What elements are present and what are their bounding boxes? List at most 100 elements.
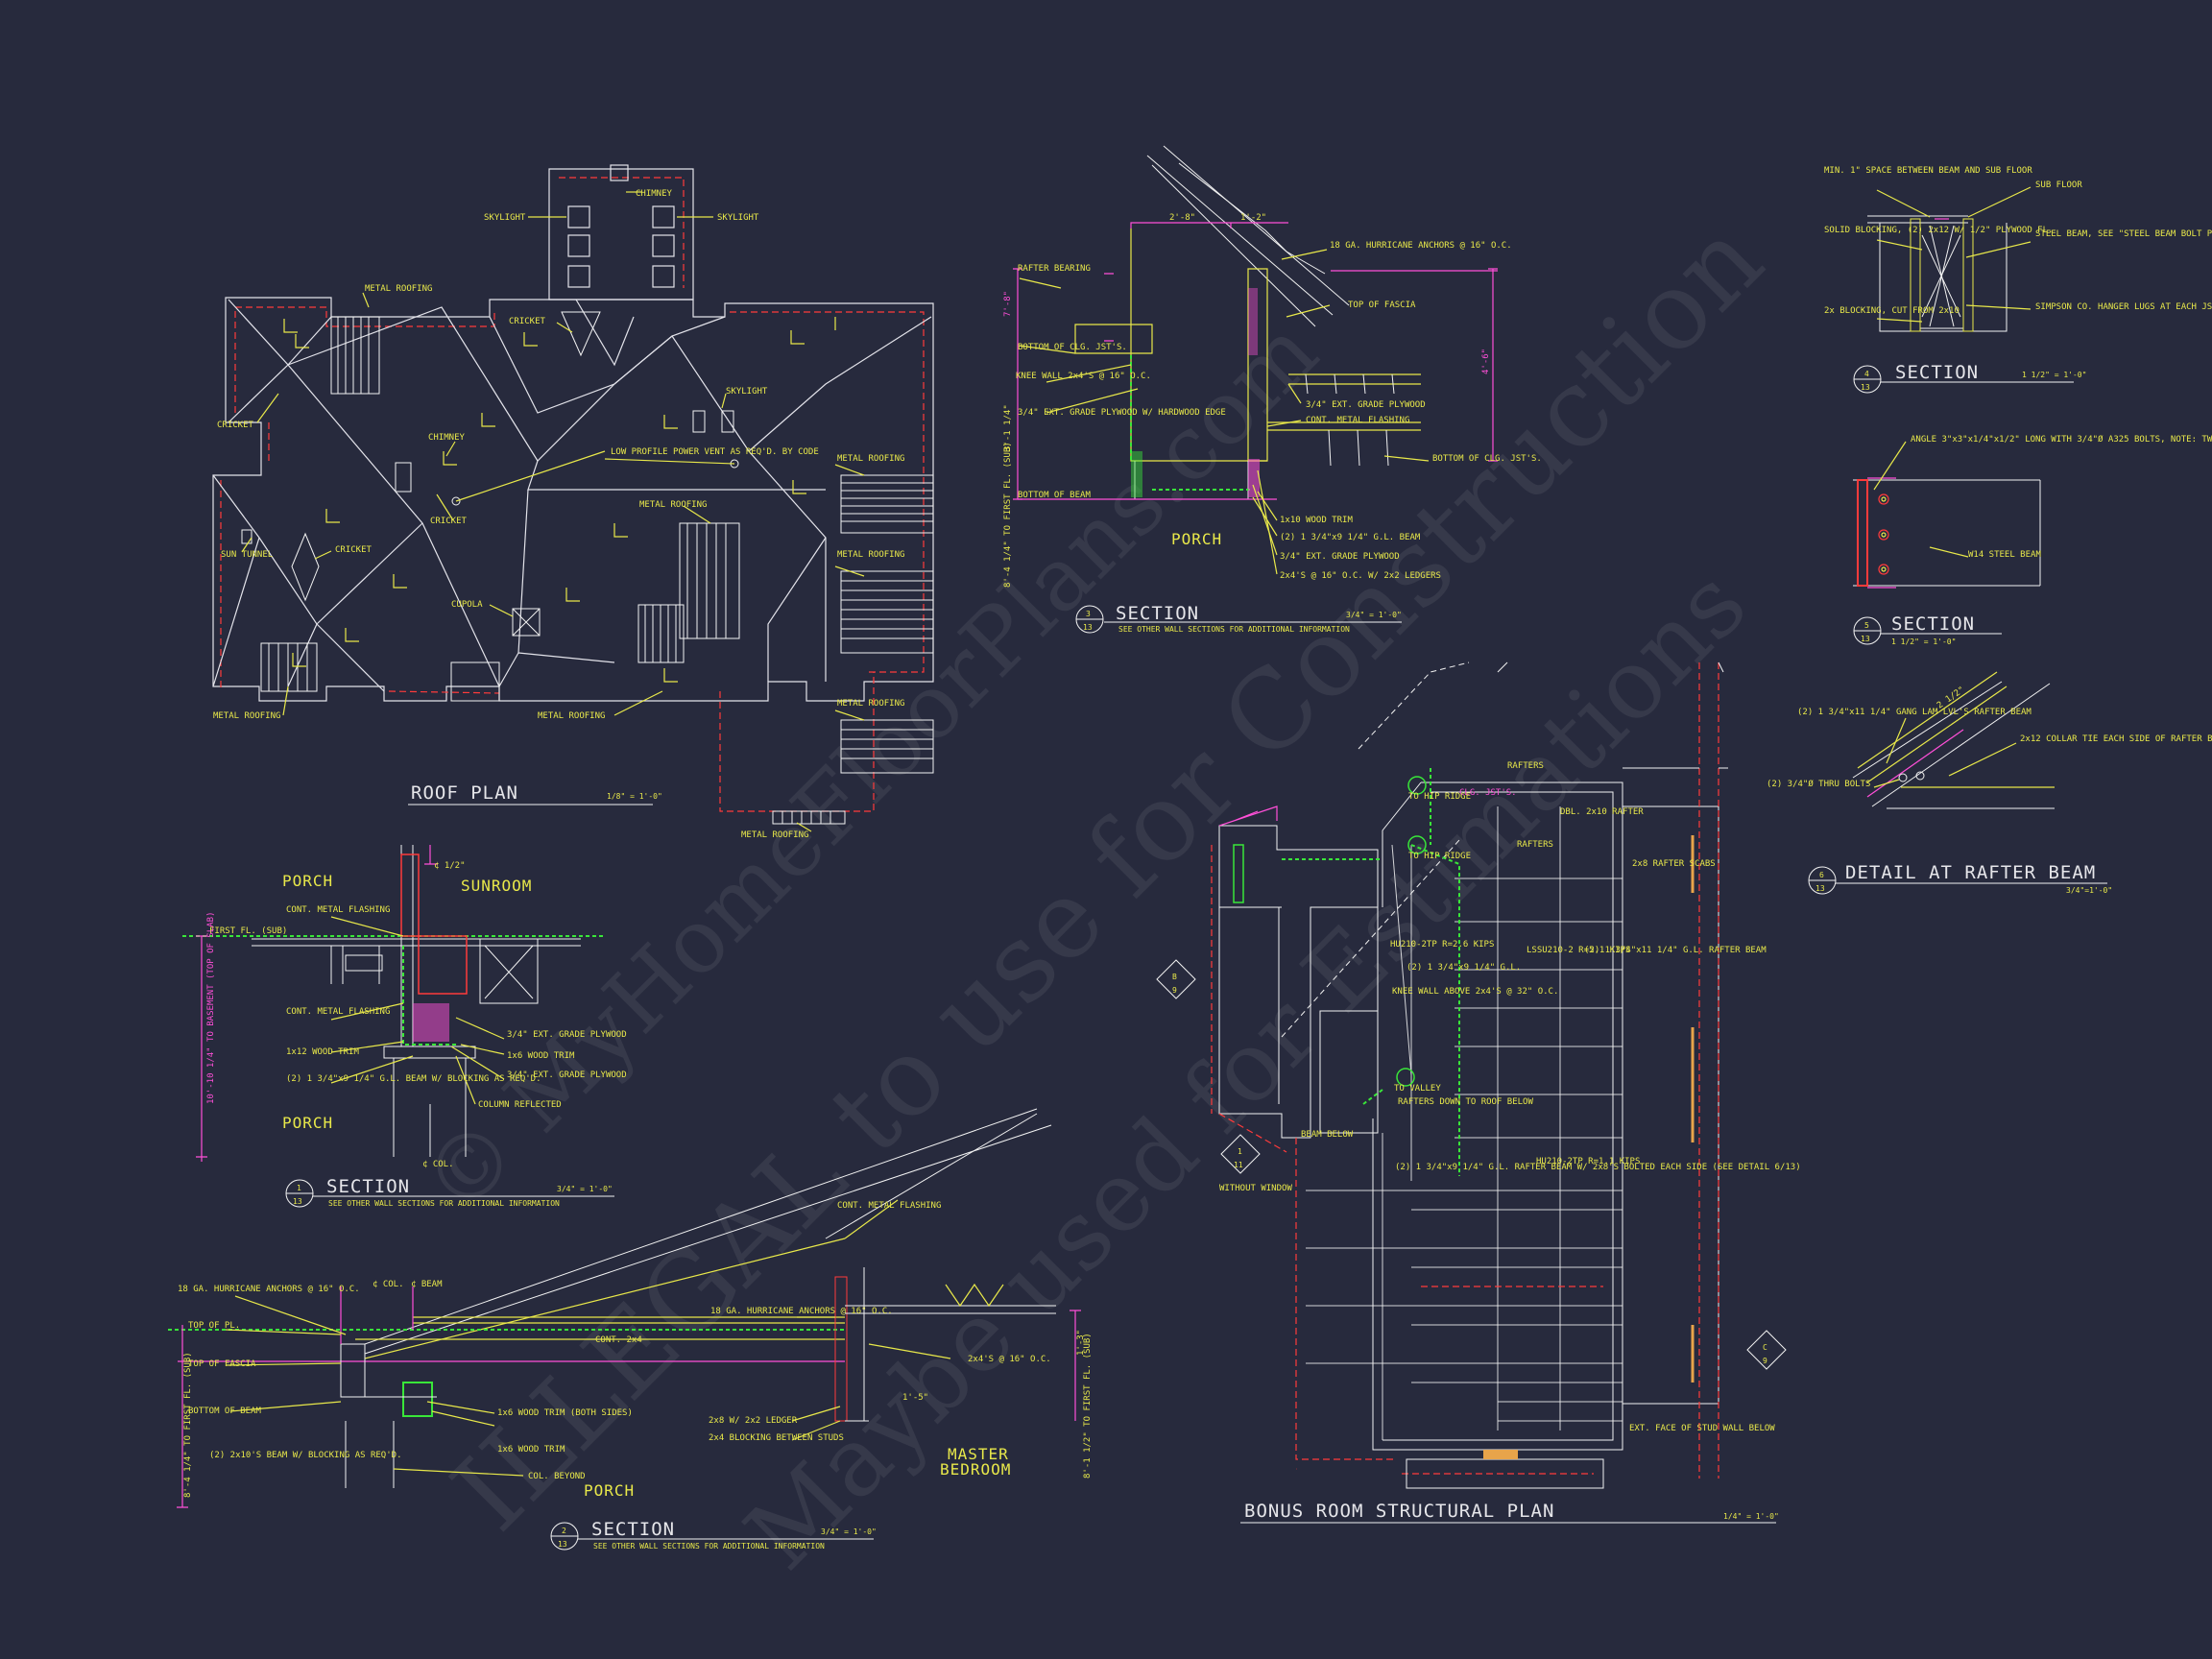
label-hu210-1: HU210-2TP R=2.6 KIPS (1390, 940, 1494, 950)
roof-ridges (212, 299, 932, 692)
label-skylight-right: SKYLIGHT (717, 213, 759, 223)
label-hurricane-anchors-2: 18 GA. HURRICANE ANCHORS @ 16" O.C. (710, 1307, 893, 1316)
label-rafter-beam: (2) 1 3/4"x11 1/4" G.L. RAFTER BEAM (1584, 946, 1767, 955)
section-4-title: SECTION (1895, 362, 1979, 383)
section-3-porch: PORCH (1171, 530, 1222, 548)
label-metal-flashing: CONT. METAL FLASHING (837, 1201, 941, 1211)
label-to-valley: TO VALLEY (1394, 1084, 1441, 1094)
label-hurricane-anchors: 18 GA. HURRICANE ANCHORS @ 16" O.C. (1330, 241, 1512, 251)
section-2-sheet: 13 (558, 1540, 567, 1549)
label-metal-roofing-5: METAL ROOFING (837, 699, 904, 709)
dim-1-3: 1'-3" (1076, 1330, 1086, 1356)
marker-b-num: 9 (1172, 986, 1177, 995)
roof-plan-title: ROOF PLAN (411, 782, 518, 804)
label-ledgers: 2x4'S @ 16" O.C. W/ 2x2 LEDGERS (1280, 571, 1441, 581)
label-collar-tie: 2x12 COLLAR TIE EACH SIDE OF RAFTER BEAM (2020, 734, 2212, 744)
label-2x-blocking: 2x BLOCKING, CUT FROM 2x10 (1824, 306, 1960, 316)
label-to-hip-ridge-2: TO HIP RIDGE (1408, 852, 1471, 861)
bonus-plan-labels: RAFTERS CLG. JST'S. DBL. 2x10 RAFTER RAF… (1219, 761, 1801, 1433)
label-ext-face: EXT. FACE OF STUD WALL BELOW (1629, 1424, 1775, 1433)
label-solid-blocking: SOLID BLOCKING, (2) 2x12 W/ 1/2" PLYWOOD… (1824, 226, 2053, 235)
dim-1-2: 1'-2" (1240, 213, 1266, 223)
label-metal-roofing: METAL ROOFING (365, 284, 432, 294)
label-simpson-hanger: SIMPSON CO. HANGER LUGS AT EACH JST'S. W… (2035, 302, 2212, 312)
section-2-leaders (225, 1199, 951, 1477)
sun-tunnel-icon (241, 529, 252, 544)
label-col: ¢ COL. (422, 1160, 454, 1169)
label-half: ¢ 1/2" (434, 861, 466, 871)
label-top-of-pl: TOP OF PL. (188, 1321, 240, 1331)
roof-plan-outline (212, 297, 934, 702)
label-clg-jsts: CLG. JST'S. (1459, 788, 1517, 798)
label-chimney-2: CHIMNEY (428, 433, 466, 443)
label-hu210-2: HU210-2TP R=1.1 KIPS (1536, 1157, 1640, 1166)
thru-bolt-icon (1915, 771, 1925, 781)
label-thru-bolts: (2) 3/4"Ø THRU BOLTS (1767, 779, 1870, 789)
label-1x12-trim: 1x12 WOOD TRIM (286, 1047, 359, 1057)
roof-plan: SKYLIGHT CHIMNEY SKYLIGHT METAL ROOFING … (212, 164, 934, 840)
label-gl-beam: (2) 1 3/4"x9 1/4" G.L. (1407, 963, 1521, 973)
section-3-sheet: 13 (1083, 623, 1093, 632)
label-wood-trim: 1x6 WOOD TRIM (497, 1445, 565, 1455)
roof-plan-labels: SKYLIGHT CHIMNEY SKYLIGHT METAL ROOFING … (213, 189, 904, 840)
section-1-scale: 3/4" = 1'-0" (557, 1185, 613, 1193)
marker-1-num: 11 (1234, 1161, 1243, 1169)
skylight-icon (692, 410, 706, 433)
label-wood-trim-both: 1x6 WOOD TRIM (BOTH SIDES) (497, 1408, 633, 1418)
label-bottom-of-beam: BOTTOM OF BEAM (1018, 491, 1091, 500)
watermark: © MyHomeFloorPlans.com ILLEGAL to use fo… (403, 197, 1787, 1591)
bonus-plan-scale: 1/4" = 1'-0" (1723, 1512, 1779, 1521)
skylight-icon (721, 410, 734, 433)
dim-8-1: 8'-1 1/2" TO FIRST FL. (SUB) (1083, 1333, 1093, 1479)
label-dbl-rafter: DBL. 2x10 RAFTER (1560, 807, 1644, 817)
section-3-title: SECTION (1116, 603, 1199, 624)
label-min-space: MIN. 1" SPACE BETWEEN BEAM AND SUB FLOOR (1824, 166, 2032, 176)
label-col: ¢ COL. (373, 1280, 404, 1289)
bonus-framing (1306, 806, 1623, 1440)
section-2-porch: PORCH (584, 1481, 635, 1500)
section-1: CONT. METAL FLASHING FIRST FL. (SUB) CON… (182, 845, 627, 1208)
section-5: ANGLE 3"x3"x1/4"x1/2" LONG WITH 3/4"Ø A3… (1853, 434, 2212, 646)
section-5-title: SECTION (1891, 613, 1975, 635)
label-metal-roofing-4: METAL ROOFING (837, 550, 904, 560)
label-flashing-2: CONT. METAL FLASHING (286, 1007, 390, 1017)
marker-1-letter: 1 (1238, 1147, 1242, 1156)
section-1-leaders (330, 916, 505, 1105)
section-1-porch-top: PORCH (282, 872, 333, 890)
power-vent-icon (451, 496, 461, 506)
dim-4-6: 4'-6" (1481, 349, 1491, 374)
label-rafter-scabs: 2x8 RAFTER SCABS (1632, 859, 1716, 869)
section-3-dims (1013, 222, 1498, 500)
label-rafters: RAFTERS (1507, 761, 1544, 771)
section-4: MIN. 1" SPACE BETWEEN BEAM AND SUB FLOOR… (1824, 166, 2212, 394)
bonus-plan-title: BONUS ROOM STRUCTURAL PLAN (1244, 1501, 1554, 1522)
label-rafters-down: RAFTERS DOWN TO ROOF BELOW (1398, 1097, 1533, 1107)
label-2x10-beam: (2) 2x10'S BEAM W/ BLOCKING AS REQ'D. (209, 1451, 401, 1460)
section-2-scale: 3/4" = 1'-0" (821, 1527, 877, 1536)
label-gl-beam: (2) 1 3/4"x9 1/4" G.L. BEAM (1280, 533, 1421, 542)
label-col-beyond: COL. BEYOND (528, 1472, 586, 1481)
label-cupola: CUPOLA (451, 600, 483, 610)
section-3: RAFTER BEARING BOTTOM OF CLG. JST'S. KNE… (1003, 145, 1542, 634)
label-metal-roofing-8: METAL ROOFING (741, 830, 808, 840)
dim-7-8: 7'-8" (1003, 291, 1013, 317)
section-2-num: 2 (562, 1527, 566, 1535)
watermark-line-2: ILLEGAL to use for Construction (429, 197, 1787, 1554)
marker-c-letter: C (1763, 1343, 1767, 1352)
label-ext-plywood: 3/4" EXT. GRADE PLYWOOD W/ HARDWOOD EDGE (1018, 408, 1226, 418)
section-1-title: SECTION (326, 1176, 410, 1197)
section-1-sunroom: SUNROOM (461, 877, 532, 895)
label-sun-tunnel: SUN TUNNEL (221, 550, 273, 560)
chimney-icon (395, 462, 412, 493)
section-2-bedroom: BEDROOM (940, 1460, 1011, 1479)
dim-3-1: 3'-1 1/4" (1003, 404, 1013, 451)
label-blocking: 2x4 BLOCKING BETWEEN STUDS (709, 1433, 844, 1443)
label-cricket-3: CRICKET (430, 517, 468, 526)
label-cont-2x4: CONT. 2x4 (595, 1335, 642, 1345)
marker-c: C 9 (1746, 1330, 1787, 1370)
hip-ridge-icon (1407, 776, 1427, 795)
dim-1-5: 1'-5" (902, 1393, 928, 1403)
dim-8-4: 8'-4 1/4" TO FIRST FL. (SUB) (1003, 442, 1013, 588)
dim-2-8: 2'-8" (1169, 213, 1195, 223)
detail-6-sheet: 13 (1815, 884, 1825, 893)
